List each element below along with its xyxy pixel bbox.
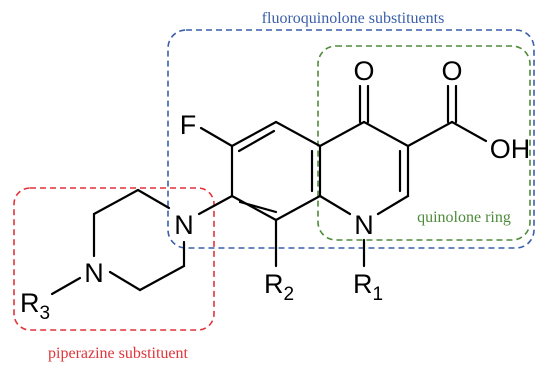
bond-c8-c8a — [274, 194, 322, 222]
fluoroquinolone-region-box — [167, 29, 535, 249]
piperazine-n1-label: N — [174, 210, 194, 240]
r1-subscript: 1 — [373, 284, 384, 305]
bond-c4a-c4 — [318, 120, 366, 148]
bond-c7-c8 — [230, 194, 278, 222]
acid-oxygen-label: O — [441, 56, 462, 86]
hydroxyl-label: OH — [490, 134, 531, 164]
r1-letter: R — [353, 269, 373, 299]
bond-cooh-oh — [450, 120, 488, 143]
bond-n1-c8a — [318, 194, 352, 216]
r3-letter: R — [20, 288, 40, 318]
fluoroquinolone-caption: fluoroquinolone substituents — [262, 10, 445, 27]
r3-subscript: 3 — [40, 303, 51, 324]
fluorine-atom-label: F — [180, 110, 197, 140]
bond-c4-c3 — [362, 120, 410, 148]
r2-letter: R — [264, 269, 284, 299]
r2-subscript: 2 — [284, 284, 295, 305]
quinolone-nitrogen-label: N — [354, 210, 374, 240]
r2-label: R2 — [264, 269, 294, 305]
piperazine-n4-label: N — [84, 258, 104, 288]
bond-c7-npip — [197, 194, 234, 216]
bond-c5-c6 — [230, 120, 278, 148]
r3-label: R3 — [20, 288, 50, 324]
piperazine-region-box — [13, 187, 215, 331]
bond-c2-n1 — [376, 194, 410, 216]
bond-pip-n1-top — [136, 188, 171, 210]
bond-n4-r3 — [50, 276, 82, 296]
r1-label: R1 — [353, 269, 383, 305]
bond-pip-top-left — [92, 188, 140, 216]
ketone-oxygen-label: O — [353, 56, 374, 86]
bond-c4a-c5 — [274, 120, 322, 148]
quinolone-ring-caption: quinolone ring — [417, 209, 511, 226]
bond-c6-f — [199, 126, 234, 148]
bond-pip-bottom-n4 — [108, 270, 142, 292]
piperazine-caption: piperazine substituent — [48, 345, 189, 362]
bond-pip-right-bottom — [138, 264, 186, 292]
bond-c7-c8-inner — [238, 200, 278, 214]
quinolone-ring-region-box — [317, 45, 531, 241]
bond-lines — [50, 84, 488, 296]
bond-c3-cooh — [406, 120, 454, 148]
bond-c5-c6-inner — [237, 129, 276, 153]
